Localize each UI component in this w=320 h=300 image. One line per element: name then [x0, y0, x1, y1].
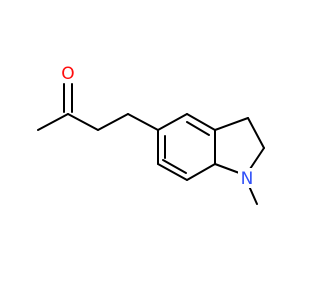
bond-ring-c2-n — [249, 147, 265, 170]
bond-n-methyl — [248, 185, 258, 205]
bond-aromatic-inner-2 — [162, 159, 187, 174]
bond-carbonyl-ch2 — [67, 113, 99, 131]
structure-canvas: O N — [37, 64, 265, 205]
bond-ch2-ring — [127, 113, 159, 131]
molecule-drawing: O N — [37, 64, 265, 205]
bond-ring-c7a-c7 — [186, 163, 216, 181]
bond-ring-c3a-c3 — [214, 117, 249, 131]
bond-ch2-ch2 — [97, 113, 129, 131]
nitrogen-atom-label: N — [241, 169, 254, 189]
bond-methyl-carbonyl — [37, 113, 69, 131]
oxygen-label-bg — [60, 64, 76, 82]
bond-ring-c4-c3a — [186, 113, 216, 131]
bond-ring-n-c7a — [214, 163, 243, 175]
bond-aromatic-inner-1 — [186, 121, 210, 136]
bond-ring-c3-c2 — [247, 117, 265, 149]
bond-ring-c7-c6 — [157, 163, 188, 181]
bond-ring-c5-c4 — [157, 113, 188, 131]
nitrogen-label-bg — [238, 168, 256, 188]
oxygen-atom-label: O — [61, 64, 74, 84]
